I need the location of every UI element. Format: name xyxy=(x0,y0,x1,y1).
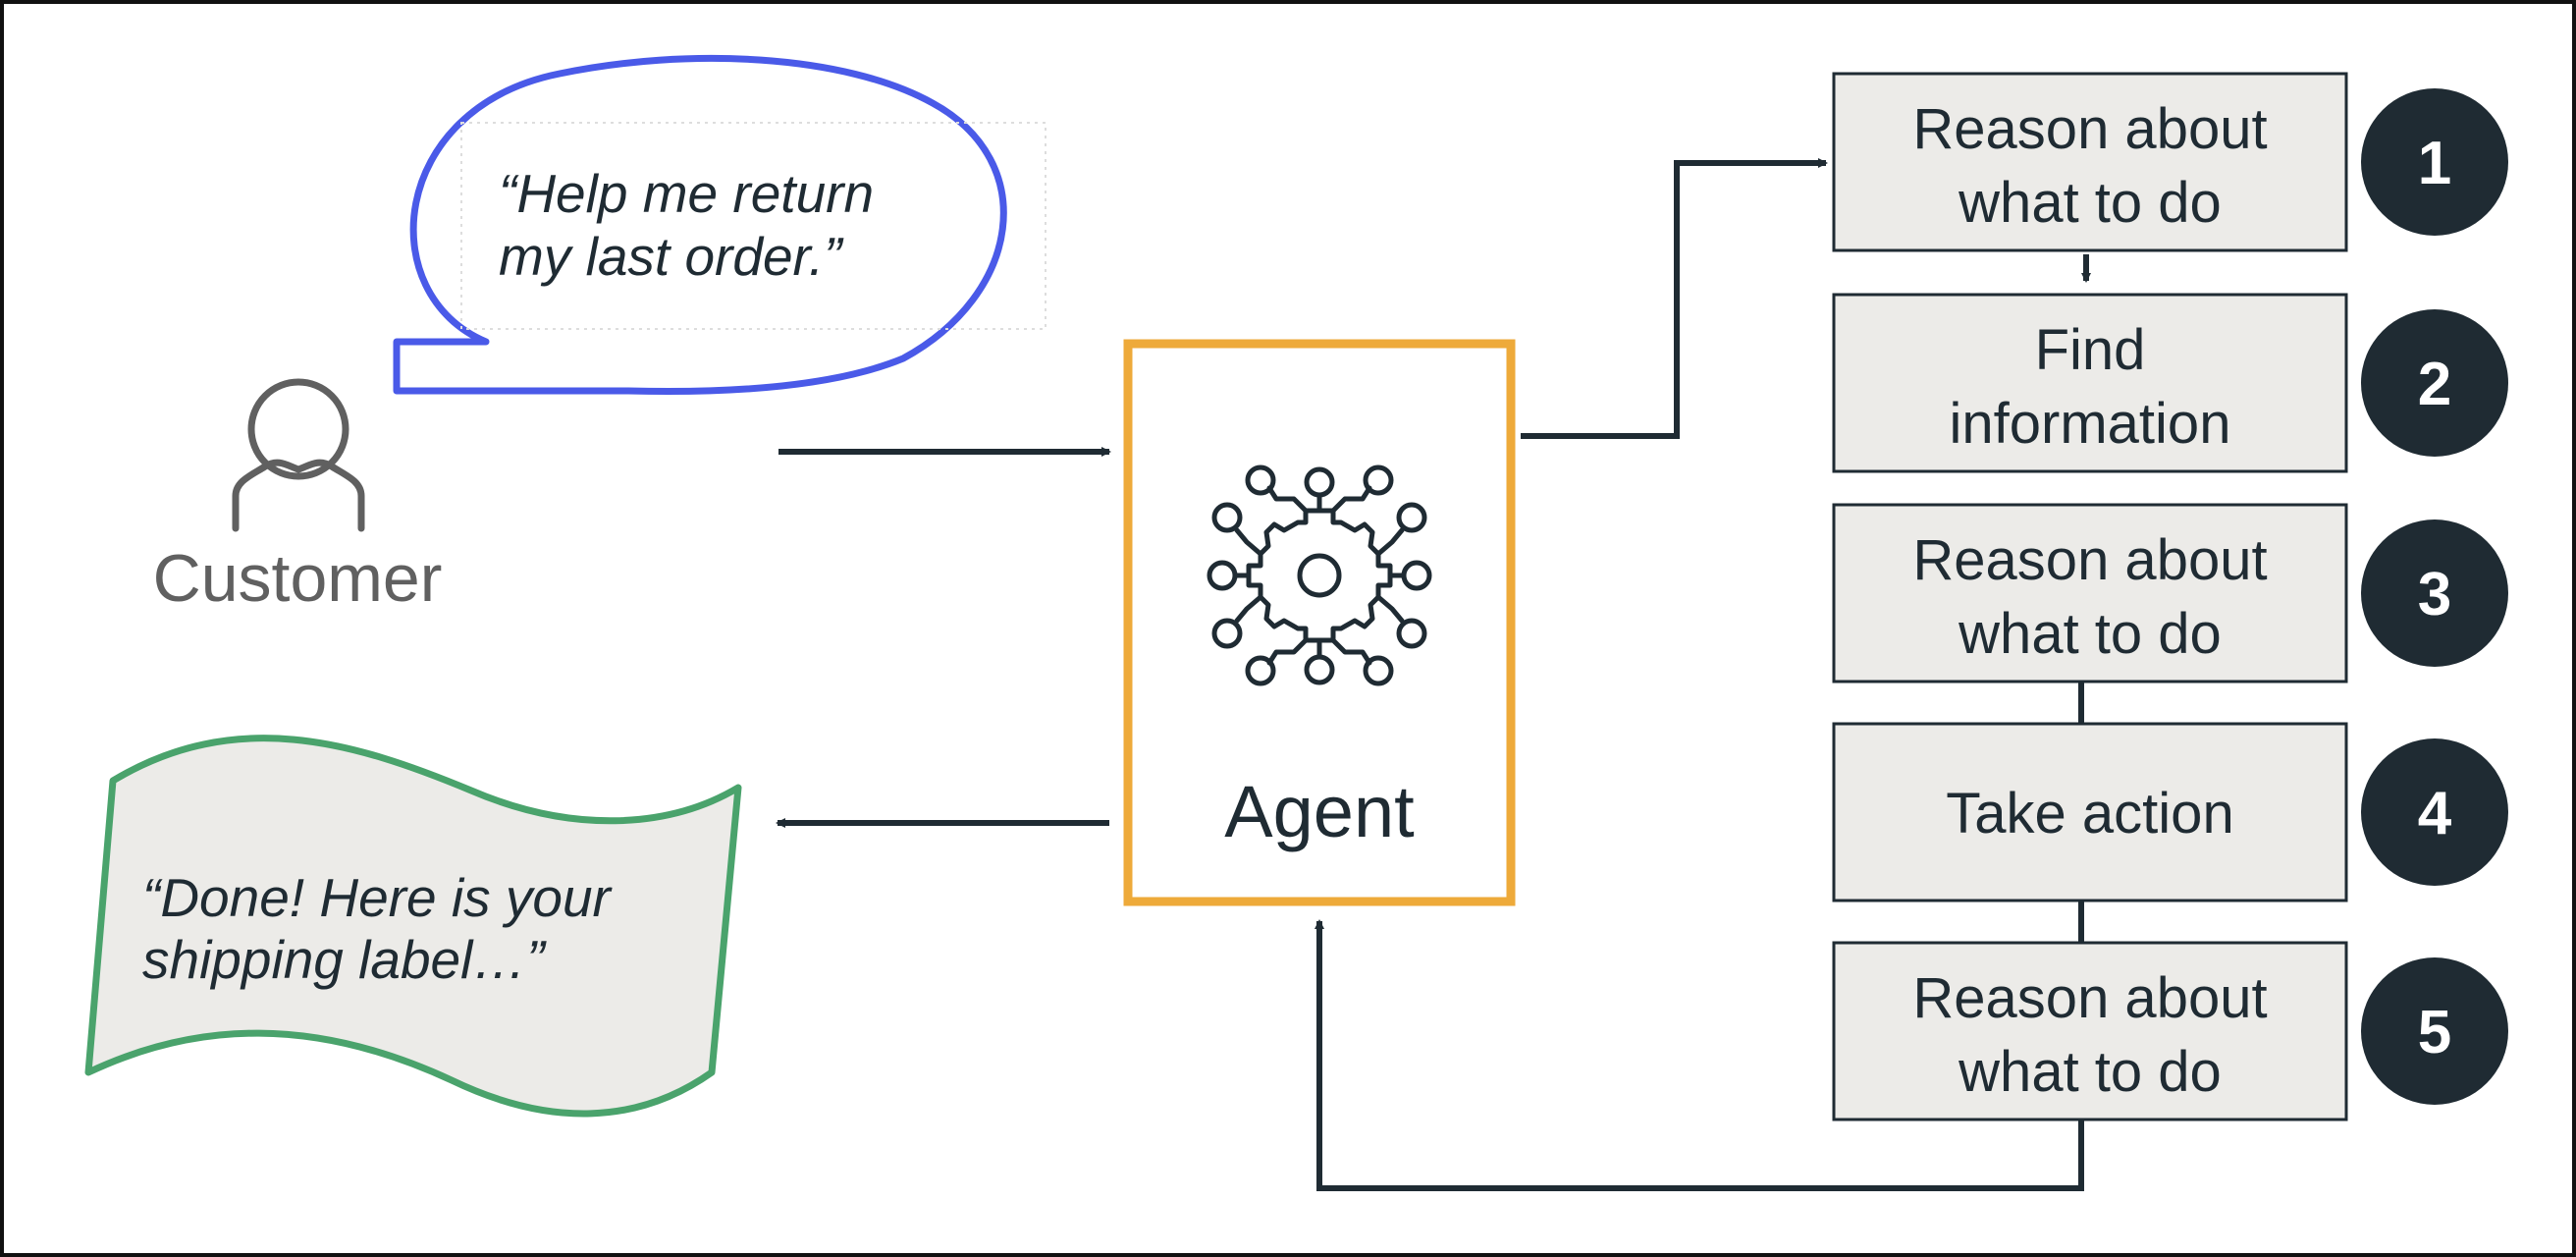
customer-request-line2: my last order.” xyxy=(499,226,844,287)
step-5: Reason about what to do 5 xyxy=(1832,941,2508,1121)
step-number: 4 xyxy=(2418,780,2452,847)
response-line1: “Done! Here is your xyxy=(142,867,614,928)
step-number-badge xyxy=(2361,88,2508,236)
step-label-line1: Take action xyxy=(1946,782,2233,846)
step-number: 1 xyxy=(2418,130,2451,197)
step-number-badge xyxy=(2361,738,2508,886)
customer-request-line1: “Help me return xyxy=(499,163,874,224)
step-box xyxy=(1832,293,2348,473)
response-banner: “Done! Here is your shipping label…” xyxy=(84,735,742,1118)
step-box xyxy=(1832,941,2348,1121)
step-number-badge xyxy=(2361,309,2508,457)
step-number: 3 xyxy=(2418,561,2451,628)
step-label-line2: what to do xyxy=(1958,171,2222,235)
loop-back-arrow xyxy=(1315,919,2084,1191)
step-box xyxy=(1832,722,2348,902)
response-line2: shipping label…” xyxy=(142,929,547,990)
circuit-gear-icon xyxy=(1207,465,1432,686)
step-label-line2: what to do xyxy=(1958,1040,2222,1104)
step-label-line1: Find xyxy=(2035,318,2146,382)
step-4: Take action 4 xyxy=(1832,722,2508,902)
customer-person-icon xyxy=(232,378,365,532)
step-label-line1: Reason about xyxy=(1912,528,2267,592)
step-number-badge xyxy=(2361,957,2508,1105)
step-2: Find information 2 xyxy=(1832,293,2508,473)
customer-speech-bubble: “Help me return my last order.” xyxy=(393,54,1046,396)
agent-box xyxy=(1123,339,1516,906)
step-box xyxy=(1832,503,2348,683)
step-3: Reason about what to do 3 xyxy=(1832,503,2508,683)
step-label-line1: Reason about xyxy=(1912,966,2267,1030)
step-label-line2: information xyxy=(1950,392,2231,456)
step-box xyxy=(1832,72,2348,252)
step-1: Reason about what to do 1 xyxy=(1832,72,2508,252)
step-number: 2 xyxy=(2418,351,2451,418)
step-number-badge xyxy=(2361,519,2508,667)
step-number: 5 xyxy=(2418,999,2451,1066)
step-label-line1: Reason about xyxy=(1912,97,2267,161)
customer-label: Customer xyxy=(153,541,443,616)
agent-to-steps-arrow xyxy=(1521,158,1828,439)
step-label-line2: what to do xyxy=(1958,602,2222,666)
agent-label: Agent xyxy=(1224,771,1415,852)
speech-text-placeholder-box xyxy=(460,122,1046,330)
